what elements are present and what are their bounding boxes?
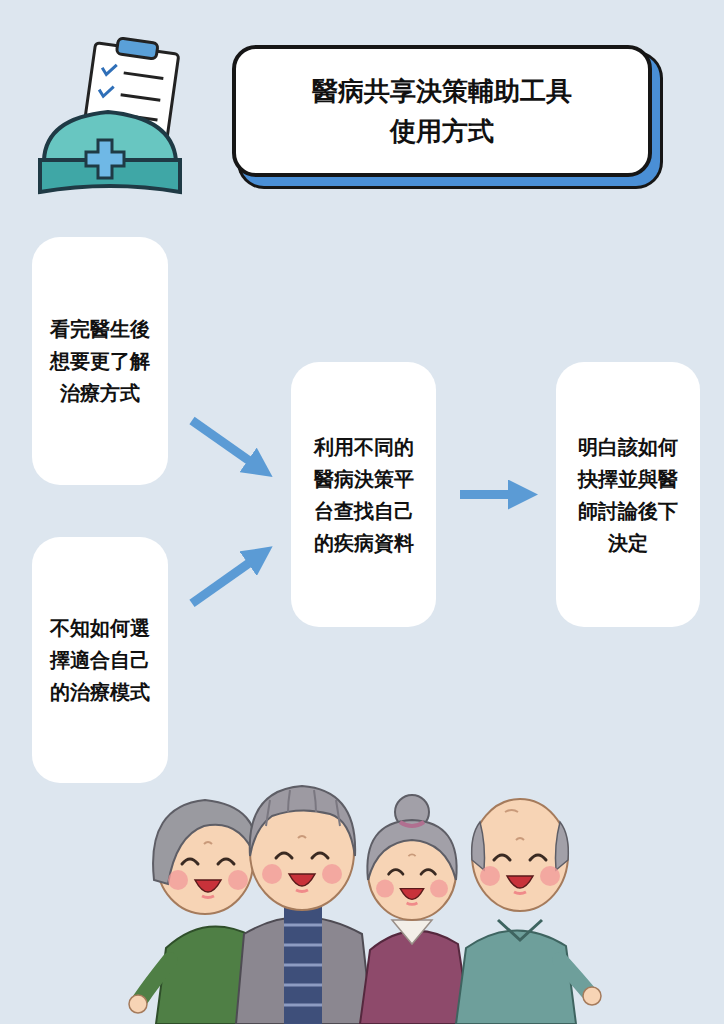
- process-box: 不知如何選 擇適合自己 的治療模式: [32, 537, 168, 783]
- flow-arrow: [460, 490, 514, 499]
- box-text: 利用不同的 醫病決策平 台查找自己 的疾病資料: [310, 431, 418, 559]
- elderly-group-illustration-part: [556, 822, 569, 870]
- elderly-group-illustration-part-part: [266, 800, 270, 826]
- clipboard-icon-part: [98, 85, 113, 98]
- elderly-group-illustration-part: [472, 799, 568, 911]
- elderly-group-illustration-part-part: [284, 944, 322, 947]
- elderly-group-illustration: [129, 786, 601, 1024]
- nurse-cap-icon-part: [86, 140, 124, 178]
- elderly-group-illustration-part: [472, 822, 485, 870]
- clipboard-icon-part: [124, 73, 164, 79]
- elderly-group-illustration-part-part: [314, 790, 316, 812]
- elderly-group-illustration-part: [140, 960, 170, 1000]
- title-box: 醫病共享決策輔助工具 使用方式: [232, 45, 652, 177]
- box-text: 看完醫生後 想要更了解 治療方式: [46, 313, 154, 409]
- elderly-group-illustration-part-part: [284, 964, 322, 967]
- elderly-group-illustration-part: [367, 820, 456, 880]
- elderly-group-illustration-part-part: [284, 924, 322, 927]
- flow-arrow: [192, 421, 253, 464]
- elderly-group-illustration-part: [505, 810, 518, 812]
- elderly-group-illustration-part: [360, 931, 470, 1024]
- flow-arrow: [192, 560, 253, 603]
- clipboard-icon-part: [121, 95, 161, 101]
- elderly-group-illustration-part: [376, 854, 448, 904]
- clipboard-icon-part: [101, 63, 116, 76]
- nurse-cap-icon: [40, 112, 180, 192]
- elderly-group-illustration-part: [480, 838, 560, 894]
- box-text: 不知如何選 擇適合自己 的治療模式: [46, 612, 154, 708]
- elderly-group-illustration-part: [456, 930, 576, 1024]
- elderly-group-illustration-part: [560, 960, 588, 992]
- process-box: 看完醫生後 想要更了解 治療方式: [32, 237, 168, 485]
- clipboard-icon-part: [116, 38, 158, 59]
- elderly-group-illustration-part: [129, 995, 147, 1013]
- title-text: 醫病共享決策輔助工具 使用方式: [307, 71, 577, 152]
- box-text: 明白該如何 抉擇並與醫 師討論後下 決定: [574, 431, 682, 559]
- elderly-group-illustration-part-part: [284, 1004, 322, 1007]
- process-box: 明白該如何 抉擇並與醫 師討論後下 決定: [556, 362, 700, 627]
- process-box: 利用不同的 醫病決策平 台查找自己 的疾病資料: [291, 362, 436, 627]
- elderly-group-illustration-part: [168, 842, 248, 898]
- elderly-group-illustration-part: [284, 905, 322, 1024]
- elderly-group-illustration-part: [250, 786, 355, 856]
- elderly-group-illustration-part: [262, 836, 342, 892]
- elderly-group-illustration-part: [583, 987, 601, 1005]
- elderly-group-illustration-part: [400, 822, 424, 826]
- elderly-group-illustration-part: [266, 790, 340, 826]
- elderly-group-illustration-part-part: [284, 984, 322, 987]
- elderly-group-illustration-part: [284, 925, 322, 1005]
- elderly-group-illustration-part: [392, 920, 432, 944]
- elderly-group-illustration-part-part: [288, 790, 290, 812]
- elderly-group-illustration-part: [498, 920, 542, 940]
- elderly-group-illustration-part-part: [336, 800, 340, 826]
